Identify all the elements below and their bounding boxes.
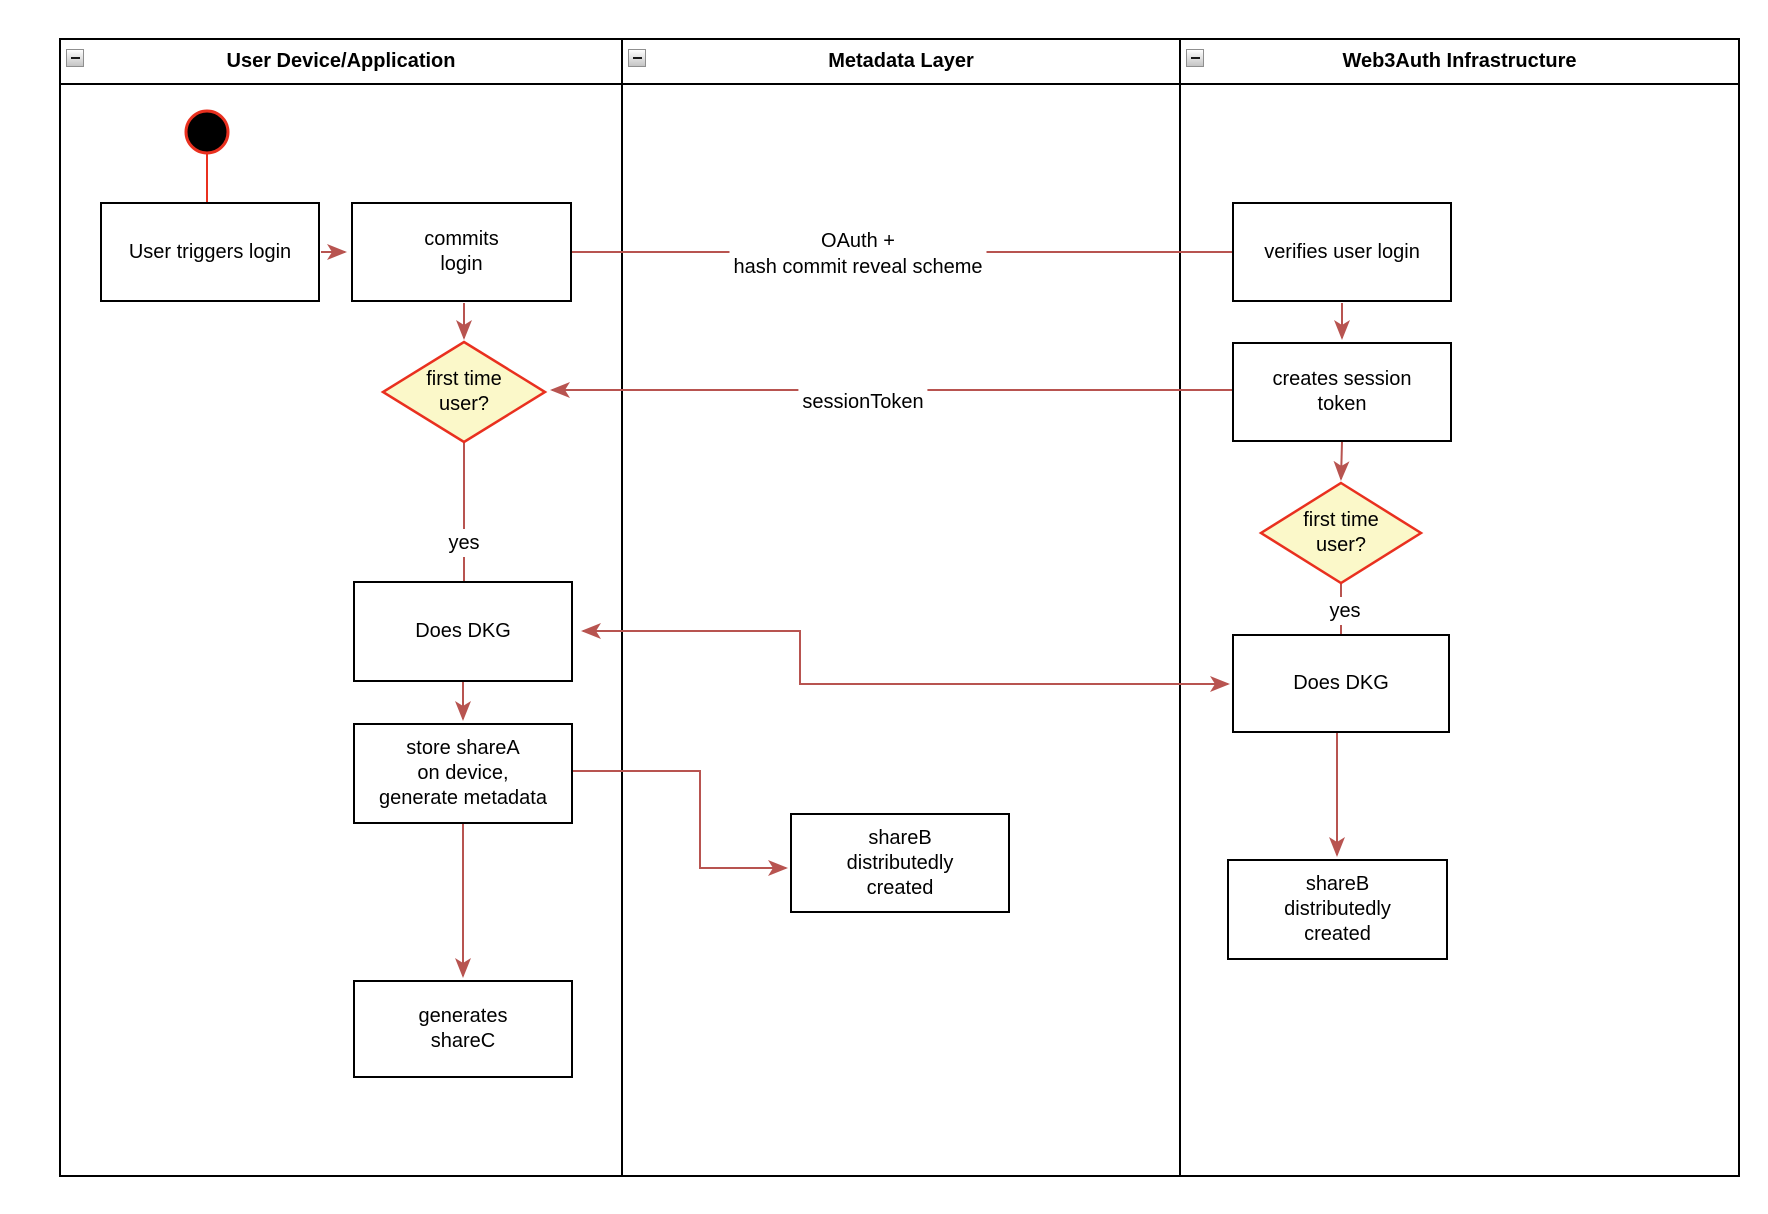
node-does-dkg-right[interactable]: Does DKG — [1232, 634, 1450, 733]
lane-header-user-device: User Device/Application — [61, 40, 623, 85]
node-label: User triggers login — [128, 240, 292, 263]
node-label: commits login — [424, 228, 499, 275]
node-shareb-infra[interactable]: shareB distributedly created — [1227, 859, 1448, 960]
node-label: shareB distributedly created — [1284, 873, 1391, 945]
node-commits-login[interactable]: commits login — [351, 202, 572, 302]
node-label: verifies user login — [1264, 240, 1420, 263]
decision-label-first-time-user-left: first time user? — [426, 368, 502, 415]
node-does-dkg-left[interactable]: Does DKG — [353, 581, 573, 682]
minus-icon — [1190, 57, 1200, 59]
decision-label-first-time-user-right: first time user? — [1303, 509, 1379, 556]
label-yes-right: yes — [1325, 597, 1365, 625]
node-label: creates session token — [1272, 368, 1412, 415]
decision-first-time-user-right[interactable] — [1258, 481, 1424, 585]
lane-header-web3auth: Web3Auth Infrastructure — [1181, 40, 1738, 85]
lane-collapse-button[interactable] — [628, 49, 646, 67]
node-verifies-user-login[interactable]: verifies user login — [1232, 202, 1452, 302]
lane-title: Metadata Layer — [828, 50, 974, 72]
start-node[interactable] — [184, 109, 230, 155]
edge-does-dkg-bidirectional[interactable] — [581, 623, 1230, 692]
edge-store-sharea-to-shareb-metadata[interactable] — [573, 770, 788, 876]
lane-collapse-button[interactable] — [1186, 49, 1204, 67]
lane-title: Web3Auth Infrastructure — [1342, 50, 1577, 72]
node-shareb-metadata[interactable]: shareB distributedly created — [790, 813, 1010, 913]
node-creates-session-token[interactable]: creates session token — [1232, 342, 1452, 442]
minus-icon — [632, 57, 642, 59]
node-label: generates shareC — [418, 1005, 508, 1052]
minus-icon — [70, 57, 80, 59]
edge-creates-token-to-first-time-right[interactable] — [1333, 441, 1350, 481]
lane-title: User Device/Application — [226, 50, 456, 72]
lane-header-metadata-layer: Metadata Layer — [623, 40, 1181, 85]
node-generates-sharec[interactable]: generates shareC — [353, 980, 573, 1078]
node-store-sharea[interactable]: store shareA on device, generate metadat… — [353, 723, 573, 824]
label-yes-left: yes — [444, 529, 484, 557]
node-label: Does DKG — [415, 620, 511, 642]
node-label: shareB distributedly created — [846, 826, 954, 899]
decision-first-time-user-left[interactable] — [380, 340, 548, 444]
lane-collapse-button[interactable] — [66, 49, 84, 67]
node-user-triggers-login[interactable]: User triggers login — [100, 202, 320, 302]
node-label: Does DKG — [1293, 672, 1389, 694]
label-session-token: sessionToken — [798, 388, 928, 416]
node-label: store shareA on device, generate metadat… — [379, 737, 547, 809]
label-oauth: OAuth + hash commit reveal scheme — [729, 227, 987, 281]
